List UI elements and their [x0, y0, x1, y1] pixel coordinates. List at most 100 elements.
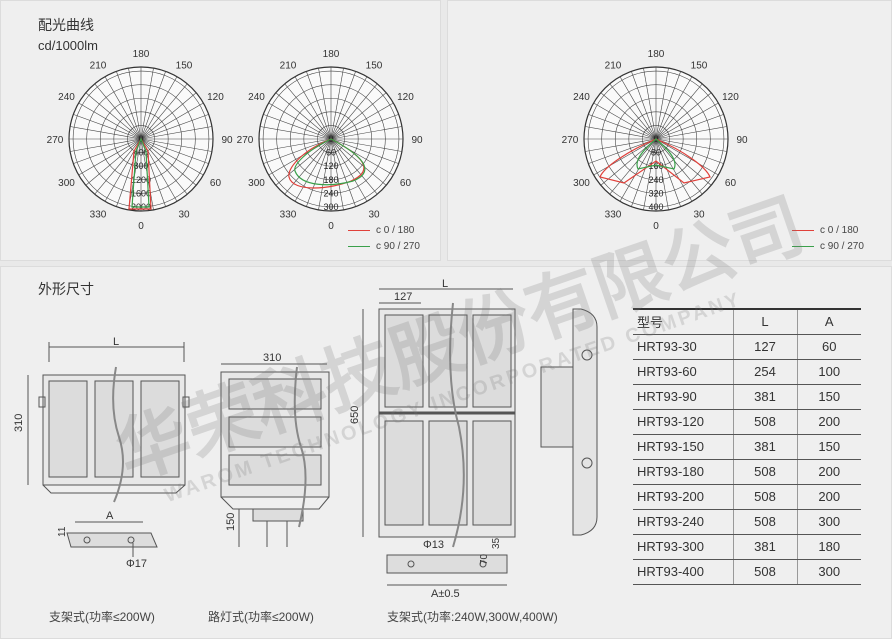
model-cell: HRT93-30	[633, 334, 733, 360]
drawing-large-view: L 127 650 Φ13 70 35 A±0.5	[349, 278, 598, 600]
legend-label: c 90 / 270	[820, 240, 864, 252]
dim-height-label: 310	[13, 414, 25, 432]
a-cell: 200	[796, 459, 861, 485]
ring-label: 60	[326, 148, 336, 158]
bottom-dim-label: A±0.5	[431, 588, 460, 600]
angle-label: 240	[573, 92, 590, 103]
a-cell: 300	[796, 559, 861, 585]
bracket-a-label: A	[106, 510, 114, 522]
intensity-curve	[288, 138, 365, 189]
angle-label: 90	[736, 135, 748, 146]
dimensions-panel: 外形尺寸 L 310 A 11 Φ17	[0, 266, 892, 639]
angle-label: 150	[691, 61, 708, 72]
legend-label: c 0 / 180	[376, 224, 415, 236]
model-cell: HRT93-150	[633, 434, 733, 460]
intensity-curve	[636, 138, 676, 170]
l-cell: 508	[732, 459, 797, 485]
caption-bracket-small: 支架式(功率≤200W)	[49, 610, 155, 624]
angle-label: 330	[605, 209, 622, 220]
angle-label: 30	[178, 209, 190, 220]
angle-label: 120	[397, 92, 414, 103]
intensity-curve	[128, 137, 152, 210]
legend-swatch-green	[792, 245, 814, 247]
d35-label: 35	[491, 537, 502, 549]
l-cell: 127	[732, 334, 797, 360]
l-cell: 508	[732, 484, 797, 510]
ring-label: 180	[323, 175, 338, 185]
angle-label: 330	[280, 209, 297, 220]
stem-label: 150	[225, 513, 237, 531]
a-cell: 300	[796, 509, 861, 535]
angle-label: 30	[693, 209, 705, 220]
a-cell: 180	[796, 534, 861, 560]
legend-swatch-red	[348, 229, 370, 231]
large-height-label: 650	[349, 406, 361, 424]
ring-label: 1600	[131, 188, 151, 198]
angle-label: 270	[237, 135, 254, 146]
l-cell: 381	[732, 384, 797, 410]
legend-item-c0: c 0 / 180	[348, 223, 414, 237]
angle-label: 150	[176, 61, 193, 72]
angle-label: 270	[562, 135, 579, 146]
photometric-unit: cd/1000lm	[38, 38, 98, 53]
angle-label: 240	[58, 92, 75, 103]
angle-label: 270	[47, 135, 64, 146]
legend-swatch-red	[792, 229, 814, 231]
model-cell: HRT93-60	[633, 359, 733, 385]
angle-label: 180	[648, 49, 665, 60]
angle-label: 0	[328, 221, 334, 232]
model-cell: HRT93-200	[633, 484, 733, 510]
ring-label: 800	[133, 161, 148, 171]
angle-label: 300	[248, 178, 265, 189]
angle-label: 330	[90, 209, 107, 220]
l-cell: 381	[732, 434, 797, 460]
angle-label: 60	[400, 178, 412, 189]
ring-label: 1200	[131, 175, 151, 185]
dim-width-label: L	[113, 336, 119, 348]
spec-table-header: 型号 L A	[633, 308, 861, 335]
angle-label: 180	[323, 49, 340, 60]
angle-label: 180	[133, 49, 150, 60]
col-l: L	[732, 308, 797, 335]
l-cell: 508	[732, 559, 797, 585]
ring-label: 120	[323, 161, 338, 171]
ring-label: 320	[648, 188, 663, 198]
legend-label: c 90 / 270	[376, 240, 420, 252]
ring-label: 240	[648, 175, 663, 185]
ring-label: 300	[323, 202, 338, 212]
l-cell: 508	[732, 509, 797, 535]
a-cell: 60	[796, 334, 861, 360]
angle-label: 0	[653, 221, 659, 232]
angle-label: 210	[605, 61, 622, 72]
angle-label: 120	[207, 92, 224, 103]
dimensions-title: 外形尺寸	[38, 281, 94, 297]
intensity-curve	[599, 138, 711, 184]
model-cell: HRT93-180	[633, 459, 733, 485]
drawing-street-view: 310 150	[220, 352, 330, 547]
a-cell: 200	[796, 484, 861, 510]
legend-item-c90: c 90 / 270	[792, 239, 864, 253]
l-cell: 254	[732, 359, 797, 385]
angle-label: 150	[366, 61, 383, 72]
model-cell: HRT93-400	[633, 559, 733, 585]
legend-label: c 0 / 180	[820, 224, 859, 236]
technical-drawings: L 310 A 11 Φ17 310	[13, 278, 598, 600]
l-cell: 508	[732, 409, 797, 435]
model-cell: HRT93-240	[633, 509, 733, 535]
ring-label: 400	[133, 148, 148, 158]
intensity-curve	[131, 137, 150, 208]
photometric-title: 配光曲线	[38, 17, 94, 33]
polar-chart: 1801501209060300330300270240210400800120…	[47, 49, 233, 232]
d70-label: 70	[479, 553, 490, 565]
ring-label: 240	[323, 188, 338, 198]
